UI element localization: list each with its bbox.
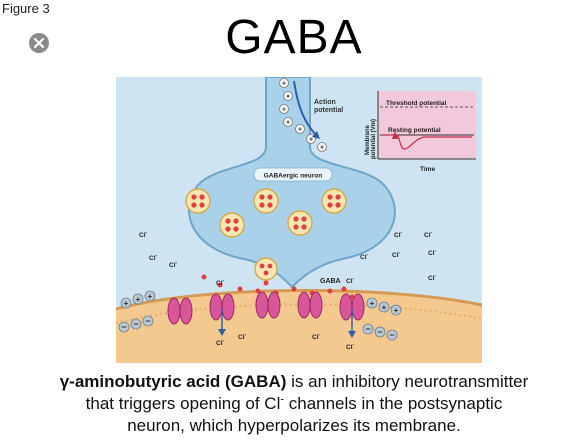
minus-ion: − — [389, 330, 394, 340]
membrane-axis-label: potential (Vm) — [371, 119, 377, 159]
plus-ion: + — [382, 303, 387, 312]
figure-label: Figure 3 — [2, 1, 50, 16]
neuron-label: GABAergic neuron — [264, 173, 323, 180]
plus-charge: + — [320, 145, 324, 152]
caption-line-1: γ-aminobutyric acid (GABA) is an inhibit… — [10, 371, 578, 393]
caption-bold-term: γ-aminobutyric acid (GABA) — [59, 372, 287, 391]
close-icon — [33, 37, 45, 49]
plus-charge: + — [309, 137, 313, 144]
plus-ion: + — [136, 295, 141, 304]
membrane-axis-label: Membrane — [365, 124, 371, 155]
chloride-label: Cl- — [139, 230, 148, 239]
page-title: GABA — [225, 11, 363, 64]
chloride-label: Cl- — [428, 248, 437, 257]
caption-line-3: neuron, which hyperpolarizes its membran… — [127, 416, 461, 435]
close-button[interactable] — [29, 33, 49, 53]
plus-charge: + — [298, 127, 302, 134]
gaba-label: GABA — [320, 278, 341, 285]
caption-text: is an inhibitory neurotransmitter — [286, 372, 529, 391]
minus-ion: − — [377, 327, 382, 337]
minus-ion: − — [133, 319, 138, 329]
chloride-label: Cl- — [169, 260, 178, 269]
minus-ion: − — [145, 316, 150, 326]
caption-text: channels in the postsynaptic — [284, 394, 503, 413]
caption-text: that triggers opening of Cl — [85, 394, 281, 413]
plus-charge: + — [282, 81, 286, 88]
chloride-label: Cl- — [392, 250, 401, 259]
time-axis-label: Time — [420, 166, 435, 173]
plus-charge: + — [282, 107, 286, 114]
chloride-label: Cl- — [346, 276, 355, 285]
action-potential-label: potential — [314, 107, 343, 114]
resting-potential-label: Resting potential — [388, 127, 441, 134]
chloride-label: Cl- — [346, 342, 355, 351]
minus-ion: − — [365, 324, 370, 334]
chloride-label: Cl- — [216, 278, 225, 287]
plus-ion: + — [124, 299, 129, 308]
chloride-label: Cl- — [428, 273, 437, 282]
plus-charge: + — [286, 120, 290, 127]
plus-ion: + — [394, 306, 399, 315]
threshold-potential-label: Threshold potential — [386, 100, 447, 107]
chloride-label: Cl- — [312, 332, 321, 341]
plus-ion: + — [148, 292, 153, 301]
chloride-label: Cl- — [238, 332, 247, 341]
synapse-illustration: + + + + + + + Action potential Threshold… — [115, 76, 483, 363]
chloride-label: Cl- — [149, 253, 158, 262]
minus-ion: − — [121, 322, 126, 332]
plus-charge: + — [286, 94, 290, 101]
chloride-label: Cl- — [360, 252, 369, 261]
chloride-label: Cl- — [216, 338, 225, 347]
figure-caption: γ-aminobutyric acid (GABA) is an inhibit… — [10, 371, 578, 437]
plus-ion: + — [370, 299, 375, 308]
caption-superscript: - — [280, 393, 285, 406]
action-potential-label: Action — [314, 99, 336, 106]
chloride-label: Cl- — [394, 230, 403, 239]
chloride-label: Cl- — [424, 230, 433, 239]
caption-line-2: that triggers opening of Cl- channels in… — [10, 393, 578, 415]
gaba-synapse-diagram: + + + + + + + Action potential Threshold… — [115, 76, 483, 363]
